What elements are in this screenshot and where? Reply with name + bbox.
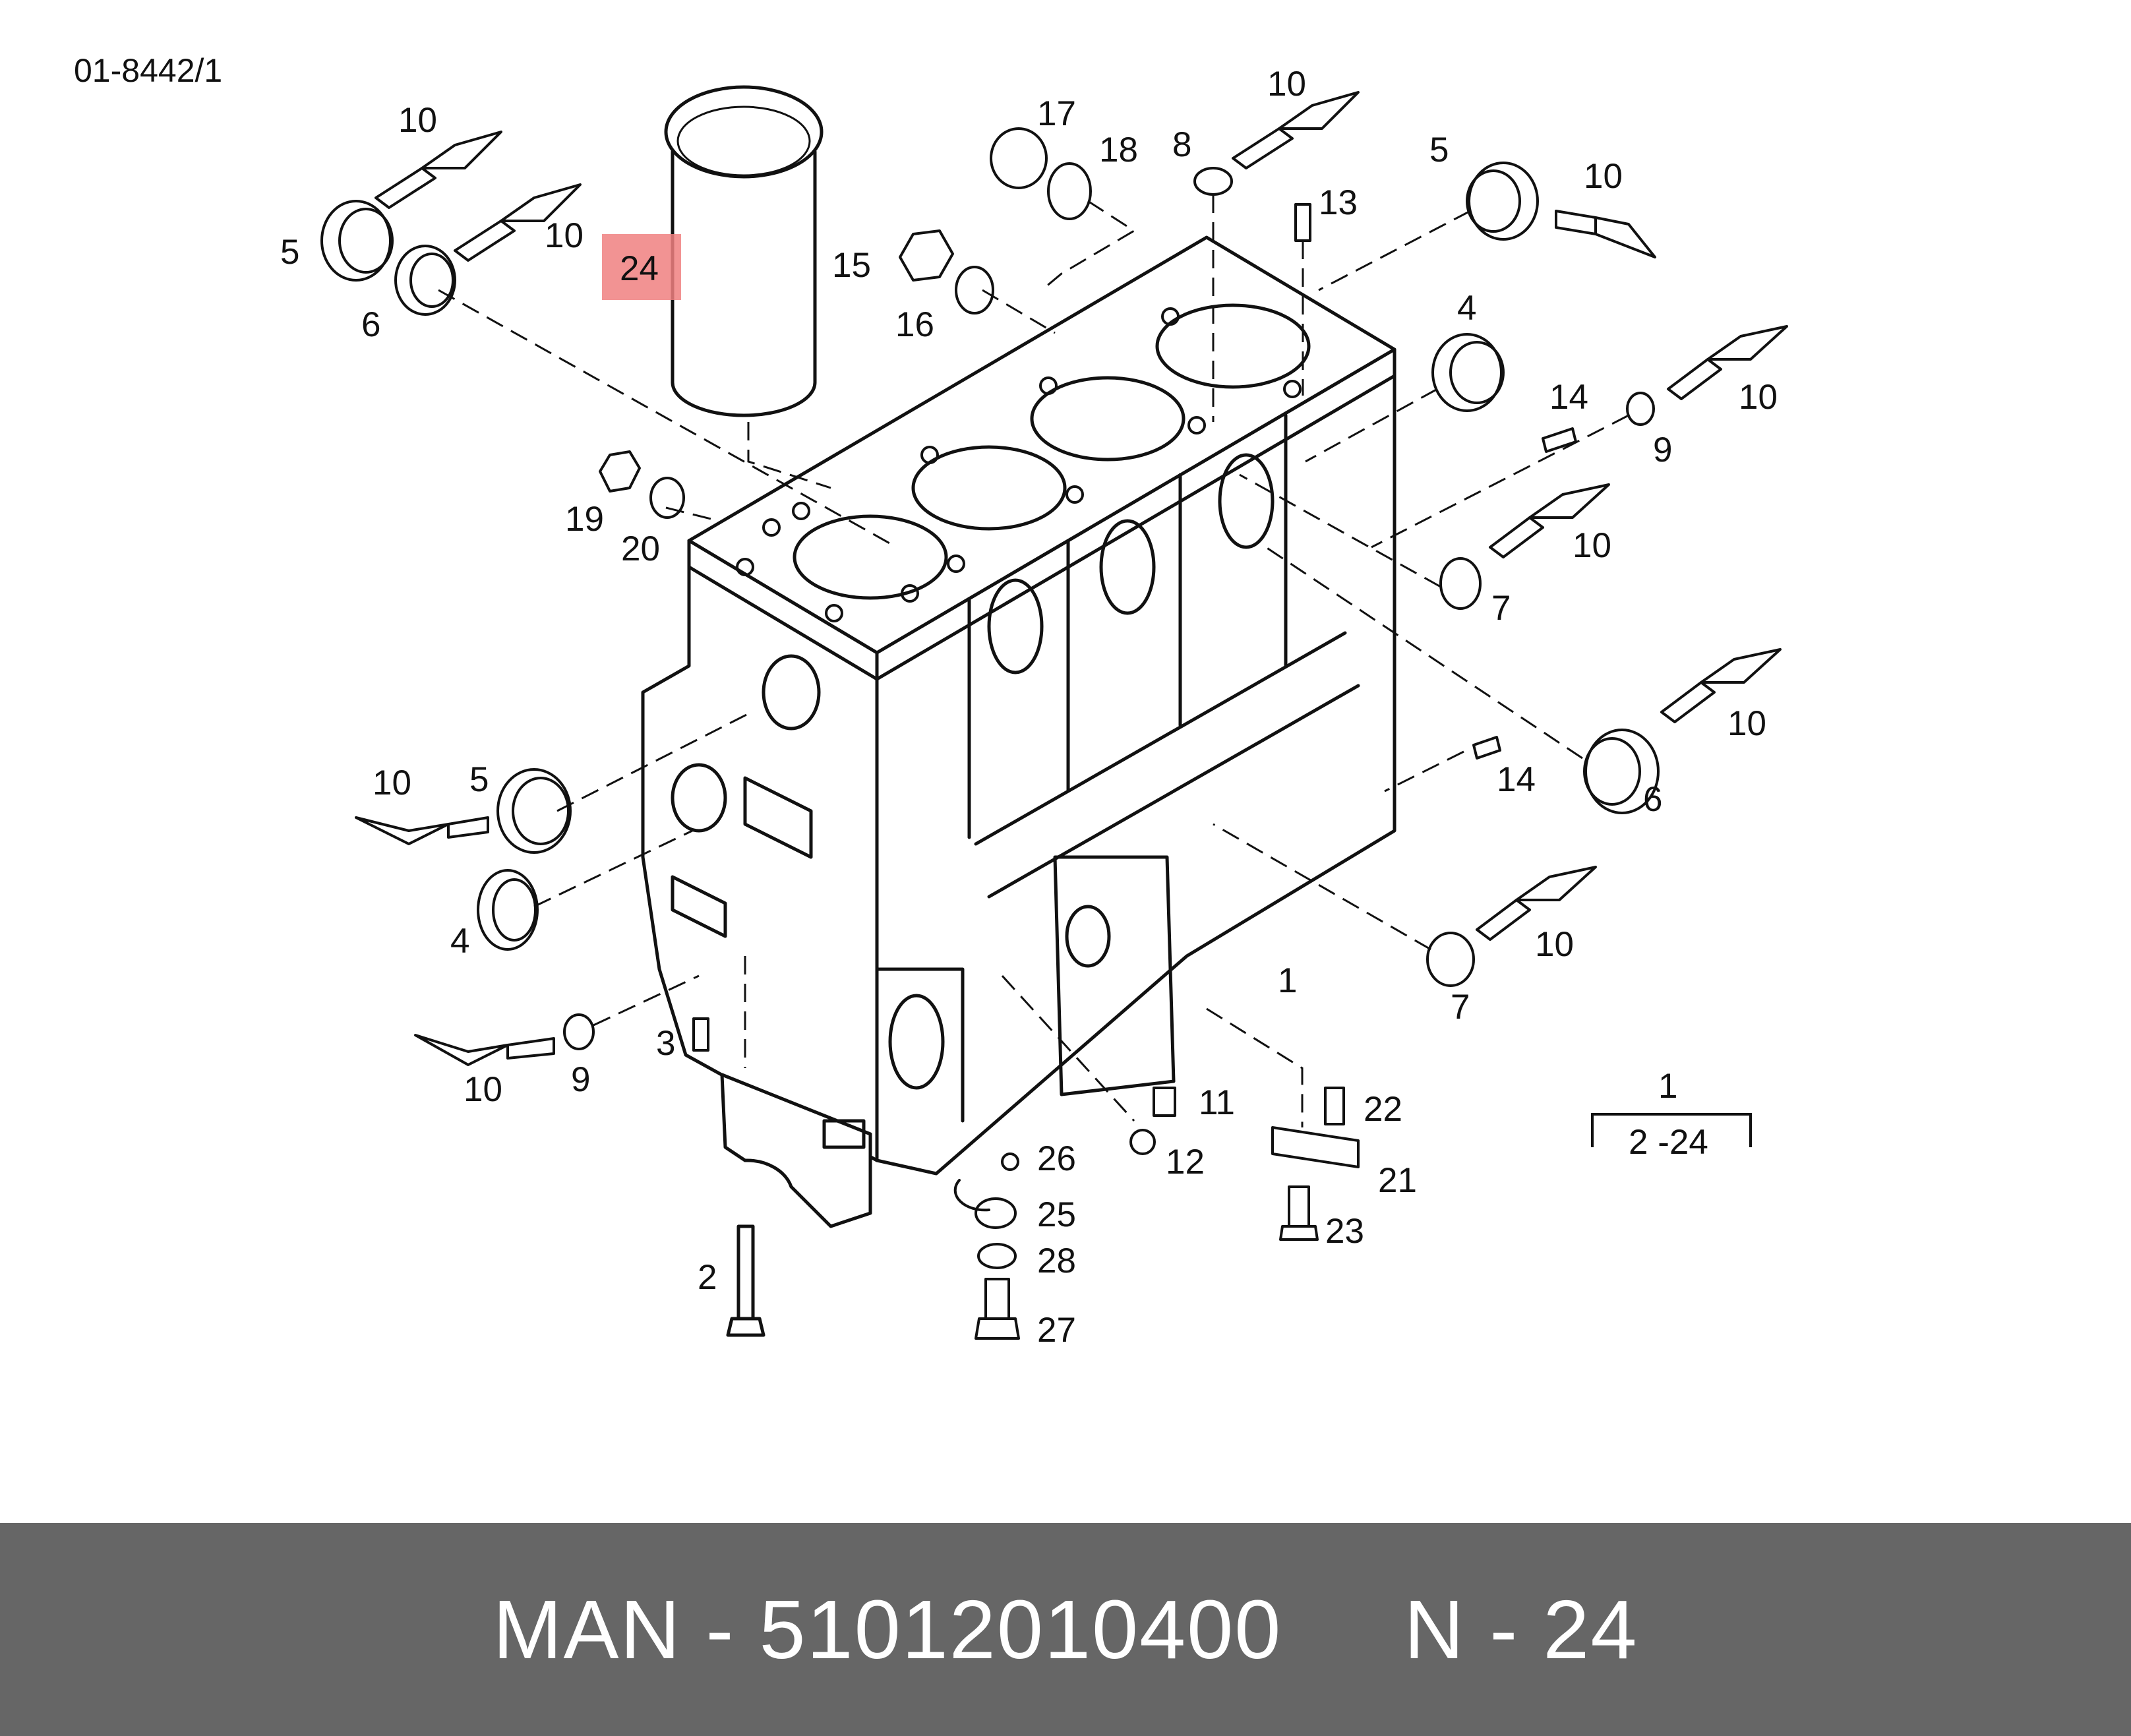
callout-label: 10 [398,101,437,140]
callout-label: 12 [1166,1143,1205,1182]
callout-label: 25 [1037,1195,1076,1234]
callout-label: 10 [1573,526,1611,565]
callout-label: 8 [1172,125,1191,164]
callout-label: 27 [1037,1311,1076,1350]
callout-label: 10 [373,763,411,802]
callout-label: 2 [698,1258,717,1297]
callout-label: 4 [450,922,469,961]
callout-label: 23 [1325,1212,1364,1251]
assembly-note-bracket [1591,1113,1752,1147]
callout-label: 10 [1727,704,1766,743]
part-number-caption: MAN - 51012010400 N - 24 [493,1583,1638,1676]
callout-label: 10 [1267,65,1306,104]
callout-label: 26 [1037,1139,1076,1178]
assembly-note-bottom: 2 -24 [1629,1123,1708,1162]
callout-label: 11 [1199,1083,1235,1122]
cylinder-liner [664,85,824,417]
callout-label: 28 [1037,1242,1076,1280]
callout-label: 4 [1457,289,1476,328]
callout-label: 10 [464,1070,502,1109]
callout-label: 7 [1491,589,1511,628]
callout-label: 20 [621,529,660,568]
highlighted-part-label: 24 [620,249,659,288]
parts-diagram: 01-8442/1 24 10 10 5 6 17 18 8 10 13 5 1… [74,52,1788,1350]
callout-label: 6 [1643,780,1662,819]
callout-label: 1 [1278,961,1297,1000]
callout-label: 5 [1429,131,1449,169]
callout-label: 16 [895,305,934,344]
callout-label: 14 [1549,378,1588,417]
footer-bar: MAN - 51012010400 N - 24 [0,1523,2131,1736]
callout-label: 14 [1497,760,1536,799]
bearing-cap [720,1073,872,1228]
callout-label: 3 [656,1024,675,1063]
callout-label: 10 [1535,925,1574,964]
callout-label: 18 [1099,131,1138,169]
callout-label: 10 [1584,157,1623,196]
bolt [726,1224,765,1337]
callout-label: 13 [1319,183,1358,222]
callout-label: 7 [1451,988,1470,1027]
callout-label: 19 [565,500,604,539]
callout-label: 10 [545,216,584,255]
callout-label: 5 [469,760,489,799]
callout-label: 22 [1364,1090,1402,1129]
callout-label: 15 [832,246,871,285]
callout-label: 21 [1378,1161,1417,1200]
reference-code: 01-8442/1 [74,52,222,89]
callout-label: 10 [1739,378,1778,417]
callout-label: 9 [1653,431,1672,469]
callout-label: 17 [1037,94,1076,133]
engine-block [641,235,1396,1176]
callout-label: 6 [361,305,380,344]
assembly-note-top: 1 [1658,1067,1677,1106]
callout-label: 5 [280,233,299,272]
highlight-box [602,234,681,300]
callout-label: 9 [571,1060,590,1099]
